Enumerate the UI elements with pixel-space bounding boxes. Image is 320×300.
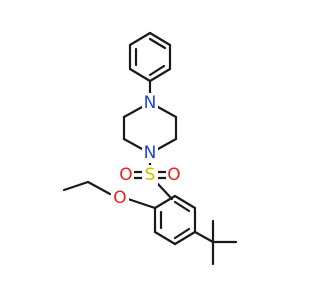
bond (126, 197, 157, 210)
bond (193, 230, 215, 244)
oxygen-atom: O (119, 165, 132, 185)
bond (153, 230, 177, 246)
double-bond-inner (148, 64, 166, 77)
atom-label-n-top: N (142, 93, 158, 113)
bond (173, 194, 197, 210)
bond (122, 105, 144, 119)
nitrogen-atom: N (144, 143, 157, 163)
atom-label-s: S (142, 165, 158, 185)
bond (148, 67, 172, 83)
ethoxy-group (62, 180, 157, 210)
bond (156, 105, 178, 119)
bond (153, 194, 177, 210)
atom-label-o-ether: O (111, 188, 129, 208)
benzene-ring (153, 194, 197, 246)
atom-label-o-right: O (166, 165, 182, 185)
bond (156, 182, 174, 201)
double-bond-inner (173, 200, 191, 213)
bond (128, 67, 152, 83)
double-bond-inner (173, 227, 191, 240)
atom-label-o-left: O (118, 165, 134, 185)
double-bond-inner (148, 37, 167, 50)
bond (86, 180, 112, 196)
bond (122, 137, 144, 151)
phenyl-ring (128, 31, 172, 83)
sulfur-atom: S (145, 165, 156, 185)
bond (156, 137, 178, 151)
bond (62, 180, 90, 192)
oxygen-atom: O (167, 165, 180, 185)
nitrogen-atom: N (144, 93, 157, 113)
piperazine-ring (122, 105, 178, 151)
atom-label-n-bottom: N (142, 143, 158, 163)
bond (148, 31, 172, 47)
oxygen-atom: O (113, 188, 126, 208)
bond (128, 31, 152, 47)
bond (173, 230, 197, 246)
molecule-structure: N N S O O O (62, 31, 238, 266)
molecule-canvas: N N S O O O (62, 31, 238, 266)
tert-butyl-group (193, 219, 238, 266)
